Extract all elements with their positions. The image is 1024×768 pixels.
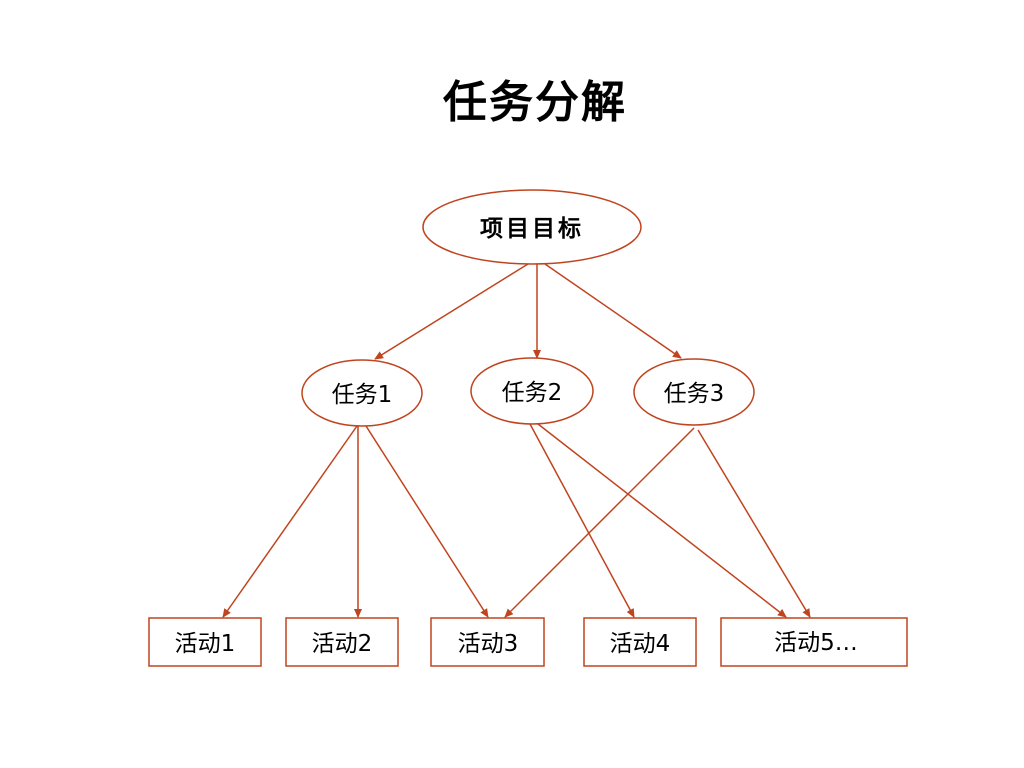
node-activity3: 活动3 [430,617,545,667]
edges [222,263,811,618]
task1-ellipse [301,359,423,427]
edge-task1-activity3 [365,425,489,618]
edge-task2-activity5 [537,423,787,618]
node-activity1: 活动1 [148,617,262,667]
activity4-label: 活动4 [610,631,671,657]
edge-task1-activity1 [222,425,358,618]
node-task2: 任务2 [470,357,594,425]
edge-goal-task1 [374,263,529,360]
activity2-label: 活动2 [312,631,373,657]
node-activity4: 活动4 [583,617,697,667]
edge-task3-activity5 [697,429,811,618]
task2-ellipse [470,357,594,425]
node-task3: 任务3 [633,358,755,426]
activity5-box [720,617,908,667]
activity2-box [285,617,399,667]
activity4-box [583,617,697,667]
edge-task2-activity4 [529,423,635,618]
edge-task3-activity3 [504,427,695,618]
node-activity5: 活动5… [720,617,908,667]
goal-ellipse [422,189,642,265]
node-goal: 项目目标 [422,189,642,265]
task1-label: 任务1 [332,382,393,408]
task3-ellipse [633,358,755,426]
task3-label: 任务3 [664,381,725,407]
activity3-label: 活动3 [458,631,519,657]
activity1-box [148,617,262,667]
activity3-box [430,617,545,667]
task2-label: 任务2 [502,380,563,406]
node-task1: 任务1 [301,359,423,427]
node-activity2: 活动2 [285,617,399,667]
edge-goal-task3 [544,263,682,359]
activity1-label: 活动1 [175,631,236,657]
goal-label: 项目目标 [480,216,584,242]
page-title: 任务分解 [443,77,627,128]
activity5-label: 活动5… [774,630,858,656]
